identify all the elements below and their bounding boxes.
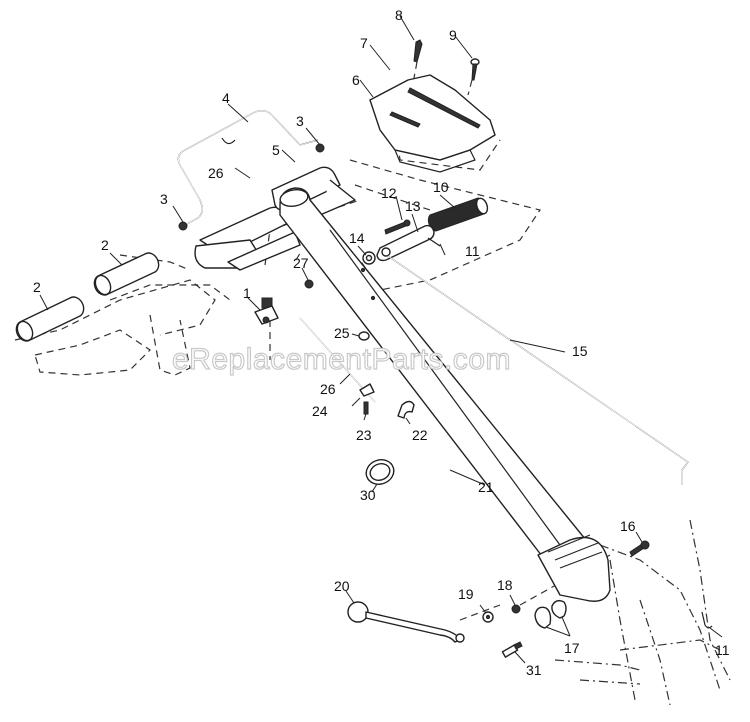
- part-21-handle-tube: [279, 187, 611, 602]
- callout-5: 5: [272, 142, 280, 158]
- part-30-clamp-ring: [365, 459, 395, 485]
- part-8-screw: [413, 39, 423, 63]
- callout-3: 3: [160, 191, 168, 207]
- part-27-nut: [304, 279, 314, 289]
- callout-25: 25: [334, 325, 350, 341]
- callout-9: 9: [449, 27, 457, 43]
- callout-24: 24: [312, 403, 328, 419]
- part-9-screw: [470, 58, 480, 81]
- callout-26: 26: [208, 165, 224, 181]
- part-11-pin: [427, 237, 441, 247]
- callout-6: 6: [352, 72, 360, 88]
- callout-7: 7: [360, 35, 368, 51]
- screw-8-guide: [413, 61, 418, 79]
- part-15-shift-rod: [387, 255, 689, 485]
- callout-19: 19: [458, 586, 474, 602]
- part-24-clip: [359, 383, 375, 397]
- part-12-bolt: [384, 219, 411, 235]
- part-19-washer: [482, 611, 494, 623]
- callout-8: 8: [395, 7, 403, 23]
- callout-13: 13: [405, 198, 421, 214]
- part-6-console-cover: [369, 74, 496, 173]
- callout-27: 27: [293, 255, 309, 271]
- callout-21: 21: [478, 479, 494, 495]
- callout-18: 18: [497, 577, 513, 593]
- callout-22: 22: [412, 427, 428, 443]
- callout-26: 26: [320, 381, 336, 397]
- part-1-clip: [254, 297, 279, 325]
- callout-20: 20: [334, 578, 350, 594]
- callout-12: 12: [381, 185, 397, 201]
- callout-16: 16: [620, 518, 636, 534]
- watermark: eReplacementParts.com: [172, 343, 511, 376]
- part-2-grip-right: [93, 252, 160, 296]
- callout-4: 4: [222, 90, 230, 106]
- part-10-grip: [427, 197, 489, 232]
- part-22-clip: [397, 400, 415, 419]
- part-23-spring-clip: [363, 401, 369, 415]
- part-16-bolt: [629, 540, 650, 557]
- part-25-grommet: [358, 331, 370, 341]
- callout-23: 23: [356, 427, 372, 443]
- part-2-grip-left: [15, 296, 85, 342]
- part-18-nut: [511, 604, 521, 614]
- part-20-lever: [347, 601, 465, 643]
- callout-3: 3: [296, 113, 304, 129]
- callout-1: 1: [243, 285, 251, 301]
- part-3-nut-left: [178, 221, 188, 231]
- callout-2: 2: [101, 237, 109, 253]
- part-11-hairpin: [701, 611, 713, 629]
- callout-15: 15: [572, 343, 588, 359]
- leader-lines: [39, 15, 723, 664]
- callouts: 4 3 3 5 26 2 2 6 7 8 9 10 12 13 14 11 15…: [33, 7, 730, 678]
- part-17-knobs: [534, 599, 567, 629]
- phantom-tiller-body: [554, 519, 731, 706]
- part-3-nut-right: [315, 143, 325, 153]
- callout-31: 31: [526, 662, 542, 678]
- callout-2: 2: [33, 279, 41, 295]
- part-31-bolt: [501, 641, 523, 658]
- callout-11: 11: [715, 642, 730, 658]
- screw-9-guide: [467, 79, 473, 96]
- part-13-lever-arm: [376, 224, 435, 262]
- callout-30: 30: [360, 487, 376, 503]
- callout-10: 10: [433, 179, 449, 195]
- part-4-bail: [177, 109, 319, 226]
- callout-11: 11: [465, 243, 480, 259]
- callout-17: 17: [564, 640, 580, 656]
- callout-14: 14: [349, 230, 365, 246]
